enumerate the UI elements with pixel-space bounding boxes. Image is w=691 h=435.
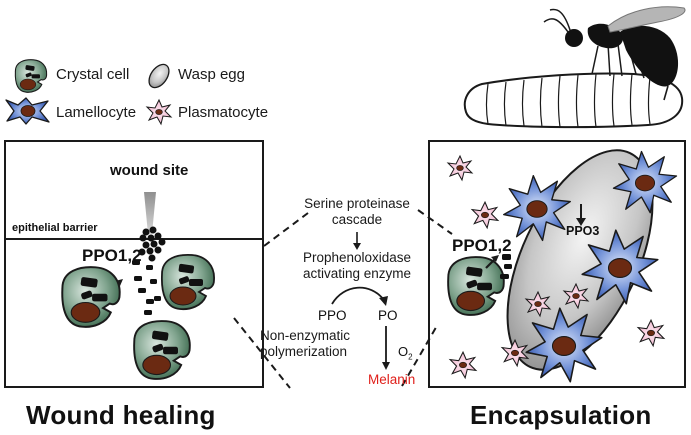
wasp-egg [506,149,654,371]
ppo-activating-enzyme-step: Prophenoloxidase activating enzyme [282,250,432,282]
wound-healing-title: Wound healing [26,400,216,430]
released-ppo-granules [132,260,161,315]
encapsulation-title: Encapsulation [470,400,652,430]
connector-right-top [417,209,453,235]
legend-crystal-cell-label: Crystal cell [56,66,130,83]
wasp-larva-illustration [463,6,686,129]
ppo3-label: PPO3 [566,224,600,238]
legend: Crystal cell Wasp egg Lamellocyte Plasma… [0,0,300,130]
o2-label: O2 [398,344,413,362]
o2-subscript: 2 [408,352,413,362]
connector-left-top [263,209,313,247]
wasp-egg-legend-icon [148,63,170,89]
wasp [543,6,686,101]
ppo-to-po-arrow [331,286,385,305]
wound-scene [61,192,215,380]
legend-lamellocyte-label: Lamellocyte [56,104,137,121]
larva-body [463,72,684,129]
lamellocyte-legend-icon [5,97,50,125]
ppo-label: PPO [318,308,347,323]
po-label: PO [378,308,398,323]
serine-to-activating-arrowhead [353,243,361,250]
melanin-label: Melanin [368,372,416,387]
nonenz-line2: polymerization [260,344,348,359]
legend-wasp-egg-label: Wasp egg [178,66,245,83]
serine-line2: cascade [331,212,383,227]
wound-site-label: wound site [110,162,189,179]
legend-plasmatocyte-label: Plasmatocyte [178,104,269,121]
serine-line1: Serine proteinase [304,196,410,211]
encapsulation-panel: PPO1,2 PPO3 [428,140,686,388]
encapsulation-scene [447,149,678,383]
pathway-arrows [331,232,390,370]
wound-clot [138,226,166,262]
epithelial-barrier-label: epithelial barrier [12,222,98,234]
nonenz-line1: Non-enzymatic [260,328,351,343]
connector-left-bottom [233,317,291,389]
po-to-melanin-arrowhead [382,362,390,370]
ppo3-arrowhead [576,218,586,226]
activating-line1: Prophenoloxidase [302,250,412,265]
ppo-to-po-arrowhead [379,296,388,306]
serine-proteinase-step: Serine proteinase cascade [282,196,432,228]
encapsulation-ppo-granules [500,254,512,279]
epithelial-barrier-line [6,238,262,240]
activating-line2: activating enzyme [302,266,412,281]
wound-needle [144,192,156,234]
wound-healing-panel: wound site epithelial barrier PPO1,2 [4,140,264,388]
encapsulation-ppo-arrowhead [491,255,499,262]
o2-text: O [398,344,409,359]
wound-ppo12-label: PPO1,2 [82,246,142,265]
encapsulation-ppo12-label: PPO1,2 [452,236,512,255]
melanization-pathway: Serine proteinase cascade Prophenoloxida… [260,196,432,396]
non-enzymatic-step: Non-enzymatic polymerization [260,328,372,360]
